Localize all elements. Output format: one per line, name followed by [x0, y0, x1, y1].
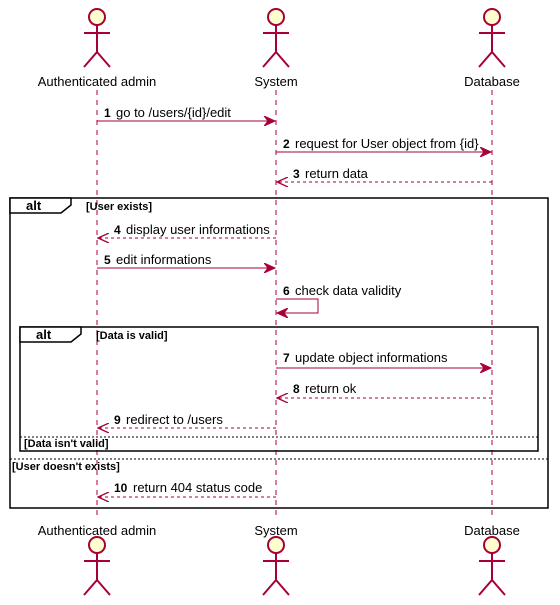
- participant-top-database: Database: [464, 74, 520, 89]
- message-arrow-6: [276, 298, 319, 313]
- message-number-9: 9: [114, 413, 121, 427]
- fragment-outer-keyword: alt: [26, 198, 42, 213]
- message-number-3: 3: [293, 167, 300, 181]
- message-number-8: 8: [293, 382, 300, 396]
- message-label-2: request for User object from {id}: [295, 136, 479, 151]
- fragment-outer: [9, 197, 549, 509]
- fragment-inner: [19, 326, 539, 452]
- actor-icon: [262, 536, 290, 596]
- message-label-10: return 404 status code: [133, 480, 262, 495]
- message-label-3: return data: [305, 166, 369, 181]
- message-number-5: 5: [104, 253, 111, 267]
- participant-bottom-database: Database: [464, 523, 520, 538]
- message-label-6: check data validity: [295, 283, 402, 298]
- fragment-inner-tab: [19, 326, 82, 343]
- message-label-1: go to /users/{id}/edit: [116, 105, 231, 120]
- message-number-2: 2: [283, 137, 290, 151]
- actor-icon: [83, 8, 111, 68]
- message-label-7: update object informations: [295, 350, 448, 365]
- message-number-4: 4: [114, 223, 121, 237]
- message-label-5: edit informations: [116, 252, 212, 267]
- fragment-outer-else-guard: [User doesn't exists]: [12, 461, 120, 473]
- actor-icon: [262, 8, 290, 68]
- actor-icon: [83, 536, 111, 596]
- message-number-7: 7: [283, 351, 290, 365]
- participant-top-authenticated-admin: Authenticated admin: [38, 74, 157, 89]
- message-number-10: 10: [114, 481, 128, 495]
- actor-icon: [478, 536, 506, 596]
- message-number-1: 1: [104, 106, 111, 120]
- fragment-inner-guard: [Data is valid]: [96, 330, 168, 342]
- fragment-inner-else-guard: [Data isn't valid]: [24, 438, 109, 450]
- message-label-9: redirect to /users: [126, 412, 223, 427]
- message-label-4: display user informations: [126, 222, 270, 237]
- fragment-outer-tab: [9, 197, 72, 214]
- fragment-inner-keyword: alt: [36, 327, 52, 342]
- participant-bottom-system: System: [254, 523, 297, 538]
- participant-top-system: System: [254, 74, 297, 89]
- message-label-8: return ok: [305, 381, 357, 396]
- message-number-6: 6: [283, 284, 290, 298]
- actor-icon: [478, 8, 506, 68]
- fragment-outer-guard: [User exists]: [86, 201, 152, 213]
- participant-bottom-authenticated-admin: Authenticated admin: [38, 523, 157, 538]
